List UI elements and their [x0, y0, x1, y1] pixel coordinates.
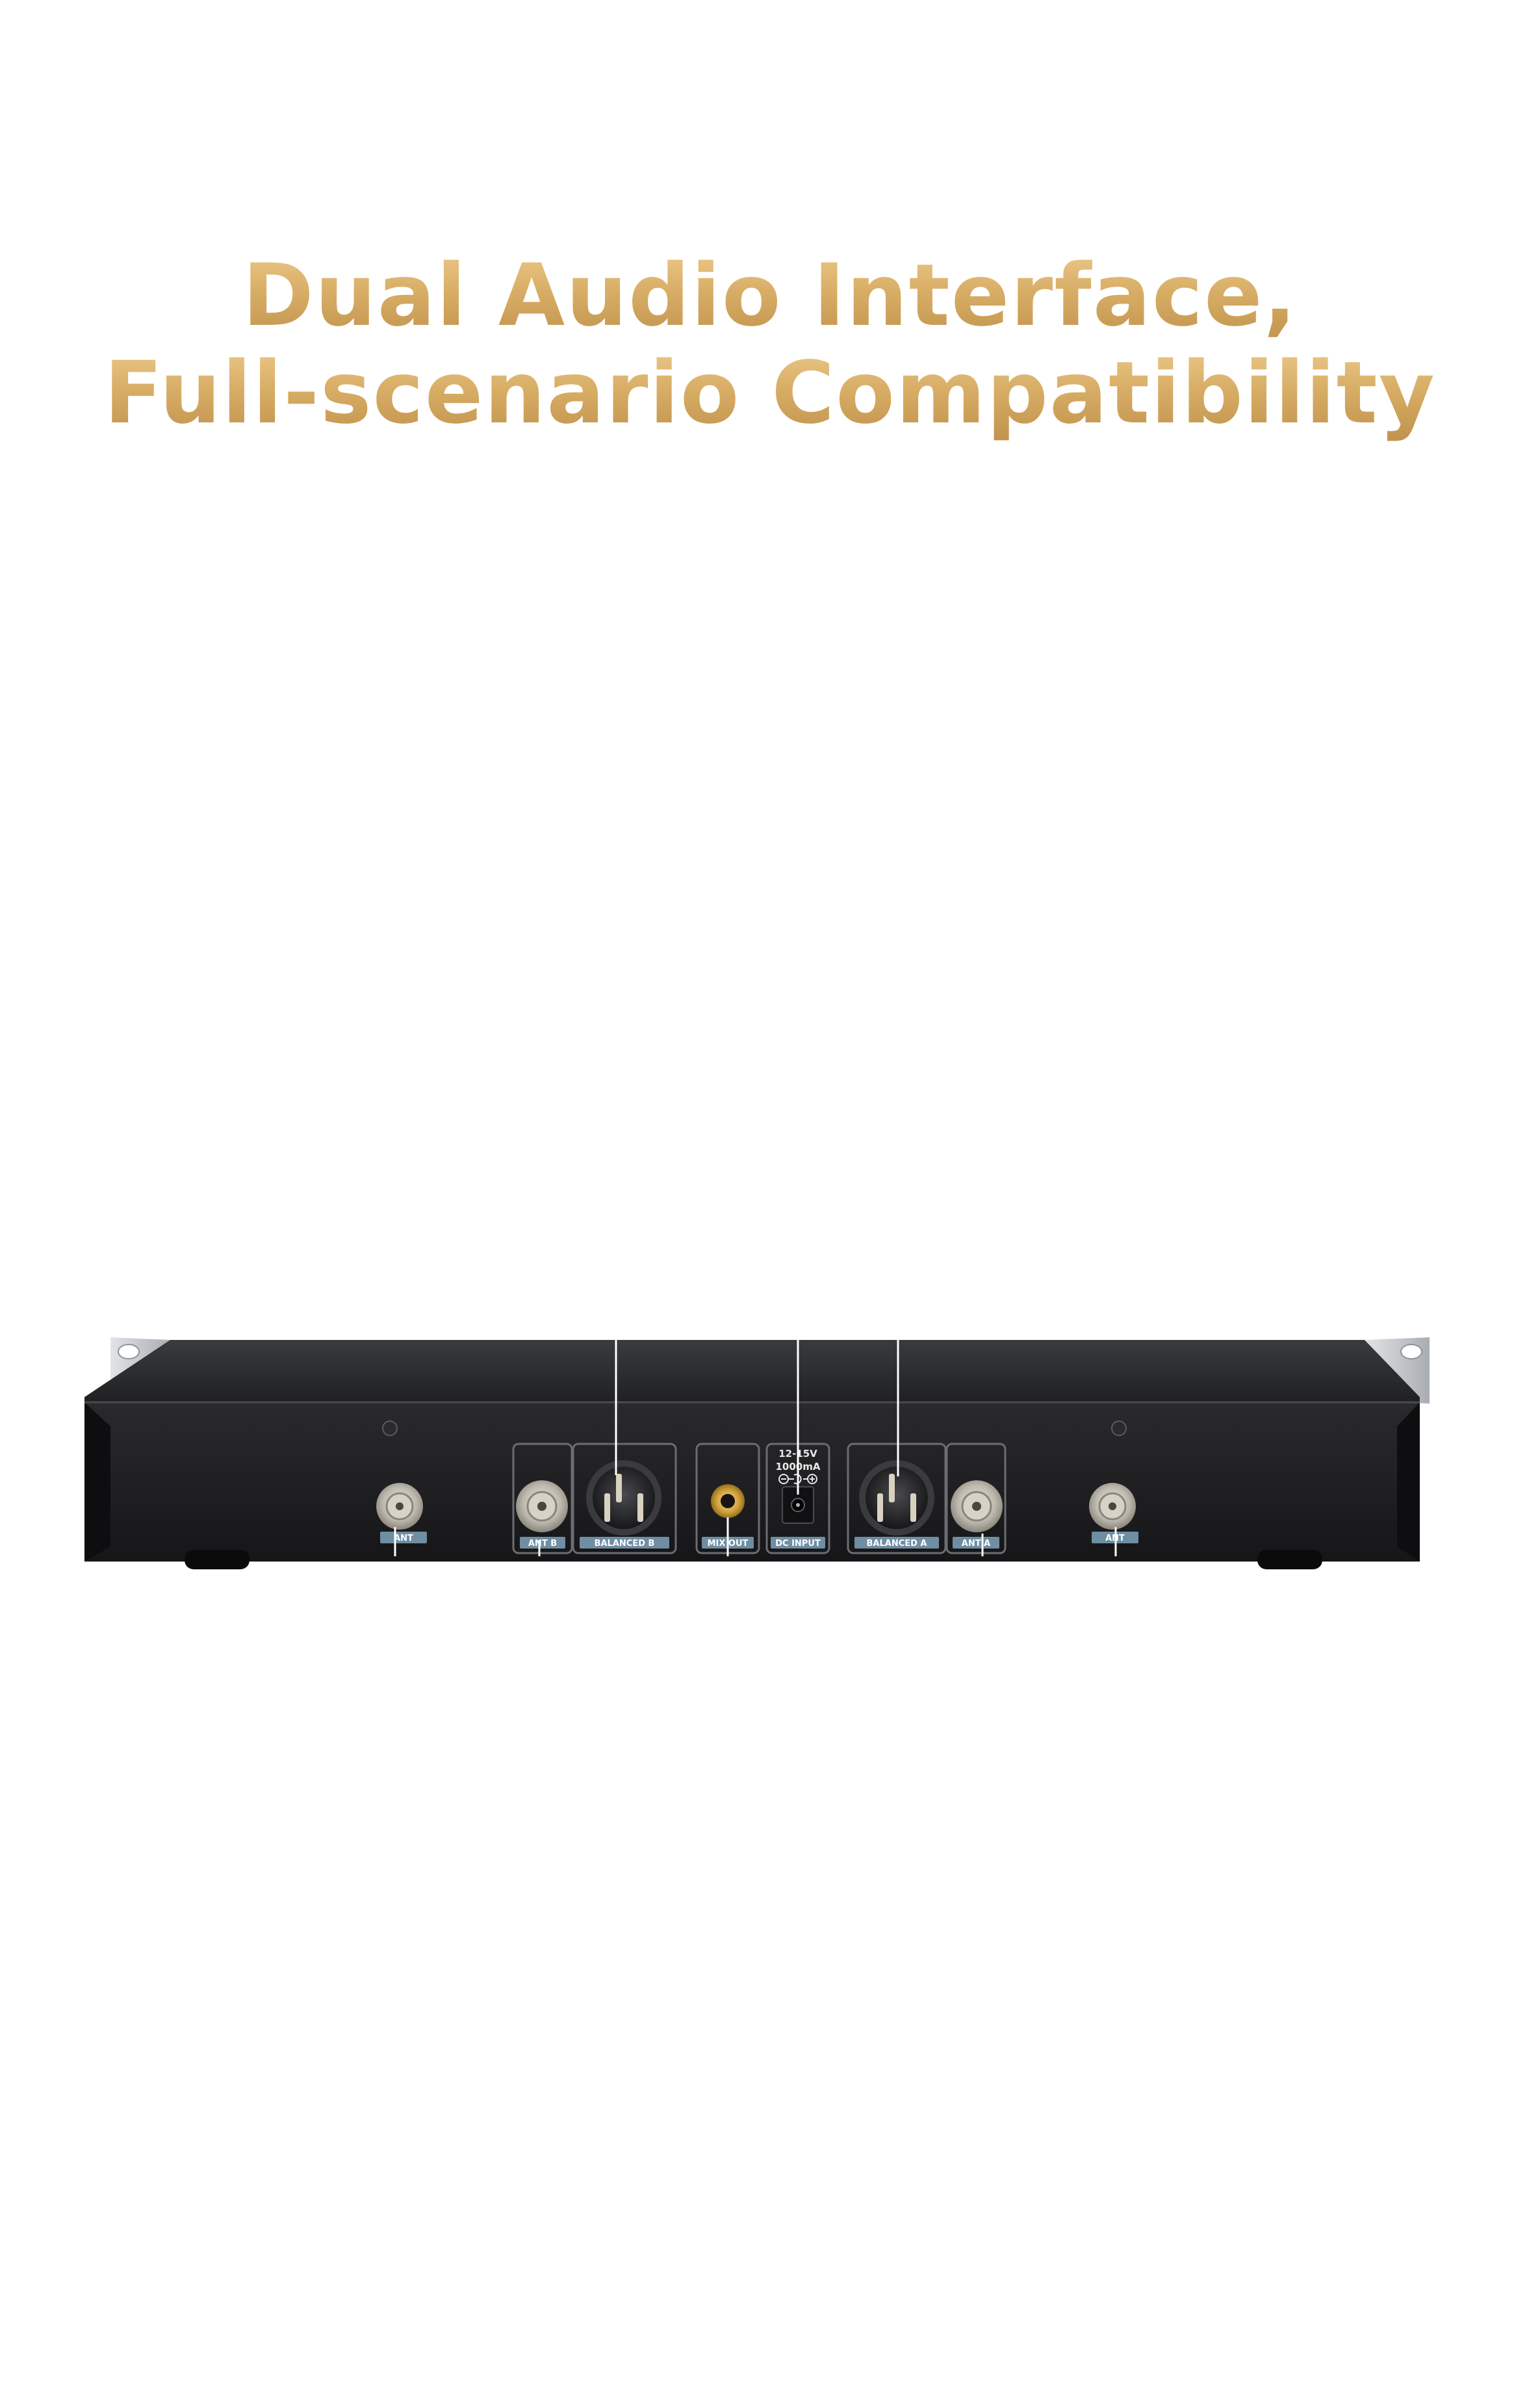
label-balanced-b: BALANCED B: [595, 1539, 655, 1549]
screw-right: [1111, 1421, 1127, 1436]
dc-polarity-icon: [778, 1474, 817, 1484]
ant-left-connector: [376, 1483, 423, 1530]
headline-line-2: Full-scenario Compatibility: [0, 344, 1540, 442]
foot-right: [1257, 1550, 1322, 1569]
balanced-a-xlr: [859, 1460, 934, 1536]
ant-a-connector: [951, 1480, 1003, 1532]
label-balanced-a: BALANCED A: [867, 1539, 927, 1549]
foot-left: [185, 1550, 250, 1569]
chassis-top: [84, 1340, 1420, 1402]
label-ant-left: ANT: [394, 1534, 413, 1543]
screw-left: [382, 1421, 398, 1436]
chassis-front: [84, 1402, 1420, 1562]
label-ant-a: ANT A: [962, 1539, 990, 1549]
label-dc-input: DC INPUT: [775, 1539, 821, 1549]
headline-line-1: Dual Audio Interface,: [0, 247, 1540, 344]
balanced-b-xlr: [586, 1460, 661, 1536]
callout-lines: [394, 1335, 1117, 1556]
mix-out-jack: [711, 1484, 745, 1518]
ant-b-connector: [516, 1480, 568, 1532]
ant-right-connector: [1089, 1483, 1136, 1530]
label-ant-b: ANT B: [528, 1539, 557, 1549]
dc-input-jack: [782, 1486, 814, 1524]
